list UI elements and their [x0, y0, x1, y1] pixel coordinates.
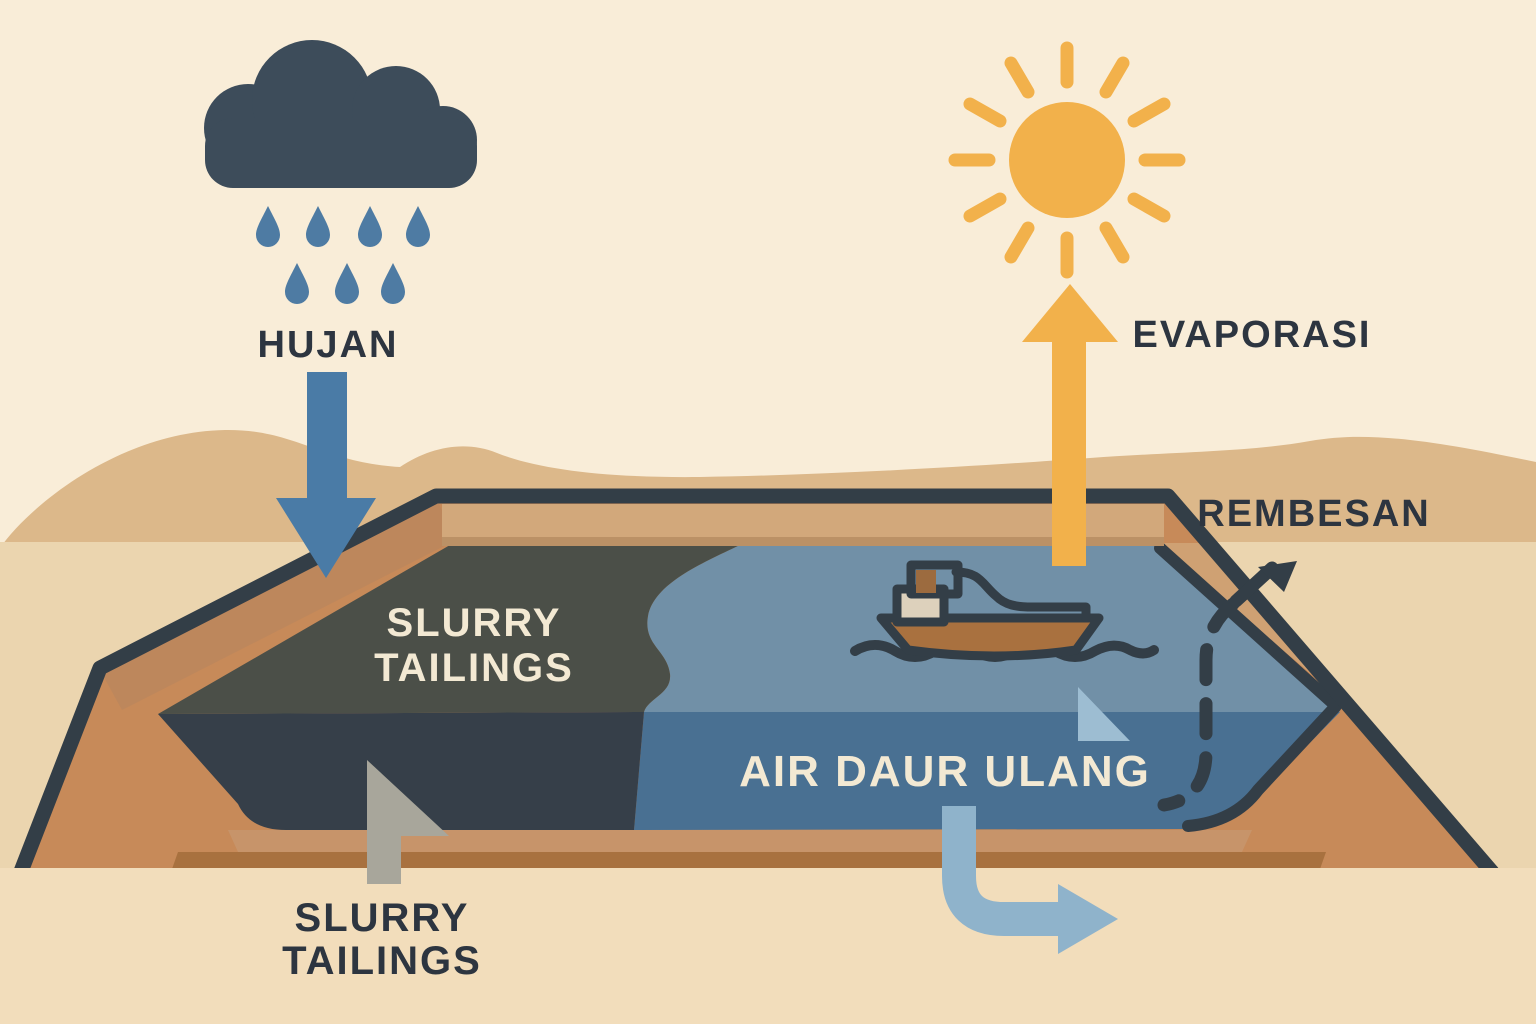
recycle-arrow-shaft — [942, 806, 1058, 936]
label-seepage: REMBESAN — [1197, 493, 1430, 535]
pond-floor-strip-sienna — [172, 852, 1326, 869]
pond-floor-strip-tan — [228, 830, 1252, 852]
sun-disc — [1009, 102, 1125, 218]
recycle-arrow-icon — [942, 806, 1118, 954]
rain-cloud-icon — [204, 40, 477, 188]
liner-left — [100, 498, 456, 710]
bench-top — [442, 504, 1164, 538]
recycle-triangle-icon — [1078, 687, 1130, 741]
evaporation-arrow-icon — [1022, 284, 1118, 566]
slurry-upper — [158, 545, 740, 714]
raindrops-icon — [256, 206, 430, 304]
label-slurry-pond-line1: SLURRY — [387, 601, 562, 645]
boat-hull — [876, 613, 1104, 661]
label-slurry-below-line1: SLURRY — [295, 896, 470, 940]
seepage-pipe-dashed — [1157, 597, 1240, 812]
seepage-arrowhead-icon — [1258, 561, 1297, 592]
dredge-boat-icon — [850, 560, 1159, 662]
boat-funnel — [916, 570, 936, 593]
label-slurry-below-line2: TAILINGS — [282, 939, 482, 983]
liner-inner-outline — [1154, 542, 1342, 832]
foreground-ground — [0, 868, 1536, 1024]
sun-icon — [948, 41, 1186, 279]
boat-upper-box — [906, 560, 963, 599]
slurry-arrow-icon — [367, 760, 449, 884]
seepage-pipe — [1157, 561, 1297, 812]
label-slurry-pond-line2: TAILINGS — [374, 646, 574, 690]
rain-arrow-icon — [276, 372, 376, 578]
slurry-lower — [158, 712, 644, 830]
bench-top-shadow — [442, 537, 1164, 546]
recycle-arrowhead — [1058, 884, 1118, 954]
sun-rays — [948, 41, 1186, 279]
label-evaporation: EVAPORASI — [1132, 314, 1371, 356]
label-recycled-water: AIR DAUR ULANG — [739, 747, 1151, 796]
boat-pipe — [951, 567, 1091, 623]
pond-rim-outline — [12, 488, 1500, 882]
label-rain: HUJAN — [258, 324, 399, 366]
